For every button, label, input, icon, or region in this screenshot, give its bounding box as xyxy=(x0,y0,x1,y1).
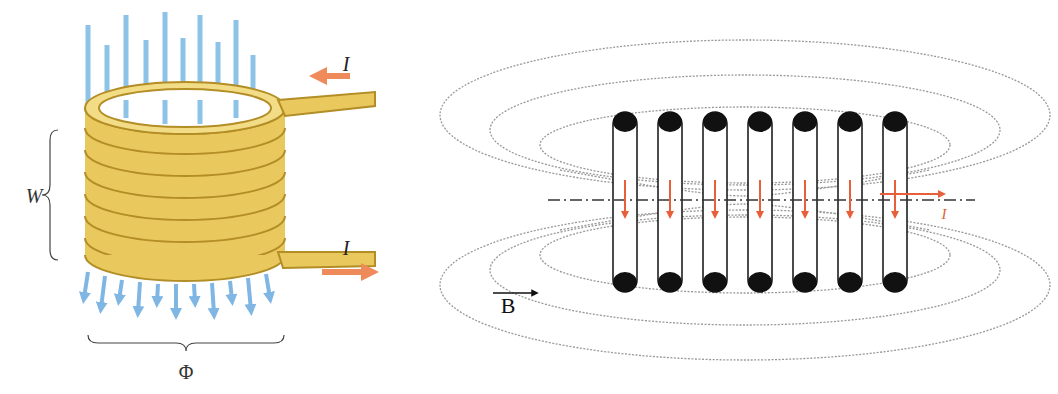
solenoid xyxy=(493,112,975,293)
current-label: I xyxy=(343,238,350,258)
flux-label: Φ xyxy=(179,362,194,382)
current-label: I xyxy=(942,207,947,222)
bracket xyxy=(88,335,284,351)
current-arrow xyxy=(322,269,370,275)
current-label: I xyxy=(343,54,350,74)
flux-arrows xyxy=(84,272,270,314)
bracket xyxy=(42,130,58,260)
field-vector-label: B xyxy=(501,295,516,317)
field-lines xyxy=(440,40,1050,360)
turns-label: W xyxy=(26,186,43,206)
coil xyxy=(85,82,375,281)
